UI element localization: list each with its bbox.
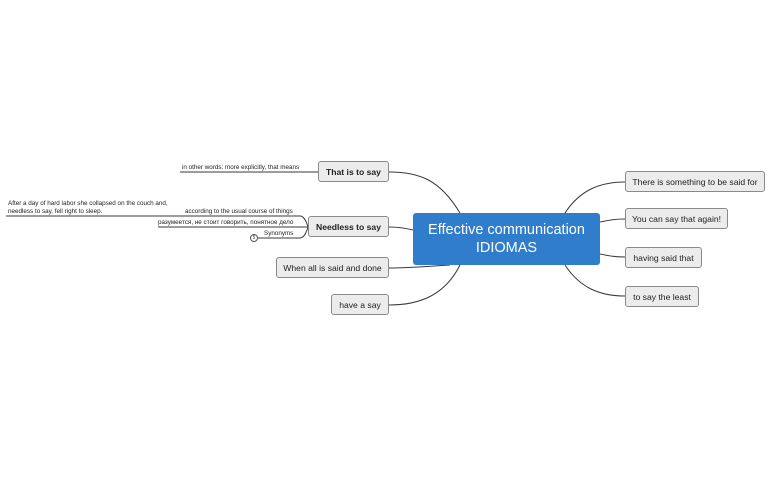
connector-when-all [388, 264, 451, 269]
subtopic-example-line1[interactable]: After a day of hard labor she collapsed … [8, 200, 168, 207]
connector-having-said-that [599, 253, 626, 258]
central-topic[interactable]: Effective communication IDIOMAS [413, 213, 600, 265]
subtopic-synonyms[interactable]: Synonyms [264, 230, 294, 237]
subtopic-usual-course[interactable]: according to the usual course of things [185, 208, 293, 215]
topic-something-to-be-said-for[interactable]: There is something to be said for [625, 171, 765, 192]
connector-that-is-to-say [388, 171, 461, 214]
topic-say-that-again[interactable]: You can say that again! [625, 208, 728, 229]
connector-usual-course [299, 215, 309, 228]
subtopic-in-other-words[interactable]: in other words; more explicitly, that me… [182, 164, 300, 171]
central-topic-line2: IDIOMAS [475, 240, 538, 256]
connector-to-say-the-least [564, 264, 626, 297]
synonyms-count-badge[interactable]: 5 [250, 234, 258, 242]
subtopic-example-line2[interactable]: needless to say, fell right to sleep. [8, 208, 103, 215]
topic-to-say-the-least[interactable]: to say the least [625, 286, 699, 307]
topic-needless-to-say[interactable]: Needless to say [308, 216, 389, 237]
connector-needless-to-say [388, 226, 414, 231]
connector-have-a-say [388, 264, 461, 306]
connector-something-to-be-said [564, 181, 626, 214]
topic-that-is-to-say[interactable]: That is to say [318, 161, 389, 182]
connector-synonyms [299, 226, 309, 239]
connector-say-that-again [599, 218, 626, 223]
central-topic-line1: Effective communication [428, 222, 585, 238]
topic-have-a-say[interactable]: have a say [331, 294, 389, 315]
subtopic-russian-translation[interactable]: разумеется, не стоит говорить, понятное … [158, 219, 294, 226]
topic-when-all-is-said-and-done[interactable]: When all is said and done [276, 257, 389, 278]
topic-having-said-that[interactable]: having said that [625, 247, 702, 268]
